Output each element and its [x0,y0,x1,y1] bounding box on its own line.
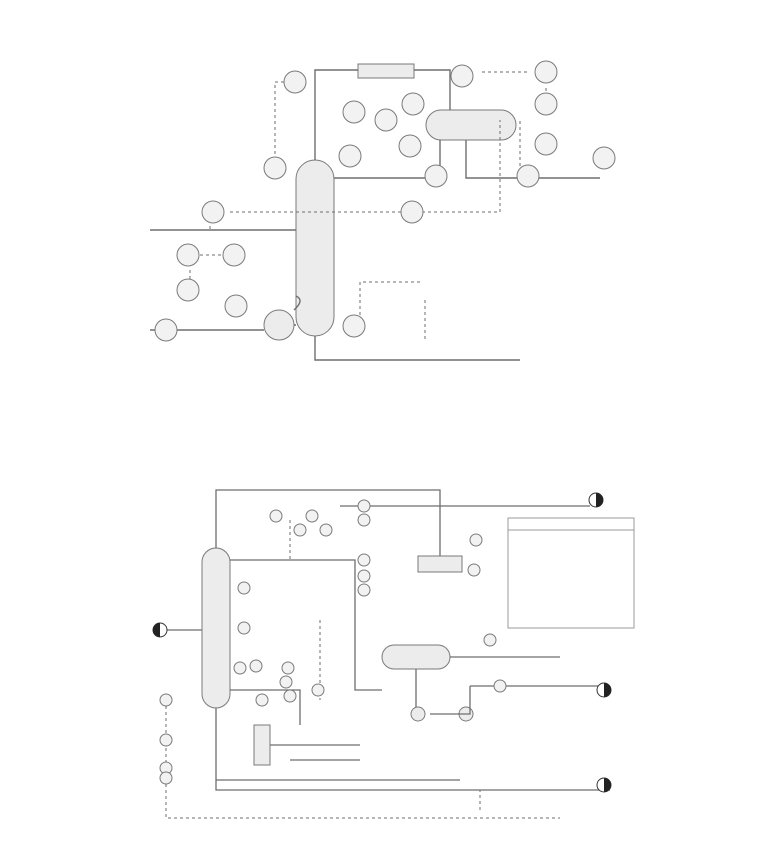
instrument-bubble [357,553,371,567]
instrument-bubble [283,689,297,703]
instrument-bubble [263,156,287,180]
instrument-bubble [467,563,481,577]
instrument-bubble [159,733,173,747]
instrument-bubble [269,509,283,523]
pipe [166,629,610,791]
instrument-bubble [233,661,247,675]
instrument-bubble [400,200,424,224]
end-connector [596,682,612,698]
diagram-bottom [152,489,635,819]
instrument-bubble [450,64,474,88]
instrument-bubble [483,633,497,647]
instrument-bubble [401,92,425,116]
exchanger-low [253,724,271,766]
exchanger-top [417,555,463,573]
instrument-bubble [283,70,307,94]
instrument-bubble [374,108,398,132]
instrument-bubble [534,132,558,156]
instrument-bubble [311,683,325,697]
instrument-bubble [237,621,251,635]
instrument-bubble [516,164,540,188]
tower [201,547,231,709]
pipe [150,324,520,361]
instrument-bubble [159,693,173,707]
pipe [450,656,610,687]
pipe [314,69,451,160]
instrument-bubble [338,144,362,168]
end-connector [152,622,168,638]
instrument-bubble [493,679,507,693]
legend-box [507,517,635,629]
instrument-bubble [534,60,558,84]
instrument-bubble [357,513,371,527]
end-connector [588,492,604,508]
pump-a [410,706,426,722]
instrument-bubble [224,294,248,318]
instrument-bubble [176,243,200,267]
instrument-bubble [281,661,295,675]
accumulator [425,109,517,141]
pipe [215,489,441,556]
instrument-bubble [592,146,616,170]
instrument-bubble [305,509,319,523]
instrument-bubble [293,523,307,537]
instrument-bubble [319,523,333,537]
instrument-bubble [222,243,246,267]
end-connector [596,777,612,793]
instrument-bubble [357,569,371,583]
pipe [230,689,360,761]
instrument-bubble [469,533,483,547]
instrument-bubble [398,134,422,158]
reboiler [263,309,295,341]
instrument-bubble [249,659,263,673]
pipe [465,140,600,179]
pipe [293,295,301,311]
instrument-bubble [154,318,178,342]
instrument-bubble [357,499,371,513]
instrument-bubble [176,278,200,302]
pipe [230,559,382,691]
instrument-bubble [279,675,293,689]
instrument-bubble [237,581,251,595]
diagram-top [150,60,616,361]
instrument-bubble [534,92,558,116]
instrument-bubble [342,100,366,124]
instrument-bubble [424,164,448,188]
pipe [415,669,471,715]
drum [381,644,451,670]
instrument-bubble [255,693,269,707]
instrument-bubble [201,200,225,224]
column [295,159,335,337]
instrument-bubble [357,583,371,597]
instrument-bubble [159,771,173,785]
condenser [357,63,415,79]
instrument-bubble [342,314,366,338]
